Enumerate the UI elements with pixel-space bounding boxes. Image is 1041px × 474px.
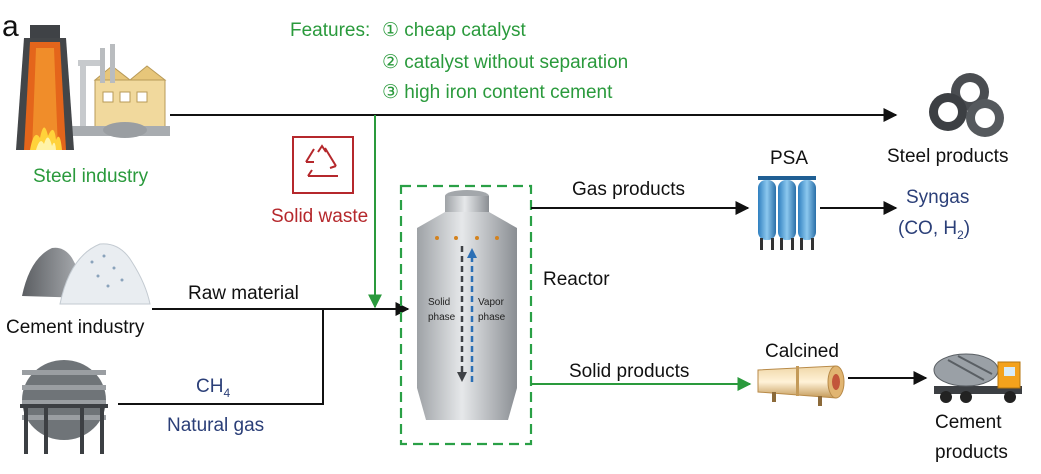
rotary-kiln-icon: [757, 365, 845, 406]
recycle-icon: [292, 136, 354, 194]
feature-item: ② catalyst without separation: [382, 52, 628, 73]
feature-item: ① cheap catalyst: [382, 20, 526, 41]
label-raw-material: Raw material: [188, 283, 299, 304]
label-solid-phase: phase: [428, 312, 456, 323]
steel-industry-icon: [16, 25, 170, 150]
reactor-vessel-icon: [417, 190, 517, 420]
label-solid-waste: Solid waste: [271, 206, 368, 227]
label-psa: PSA: [770, 148, 808, 169]
label-vapor-phase: phase: [478, 312, 506, 323]
label-solid-phase: Solid: [428, 297, 450, 308]
features-heading: Features:: [290, 20, 370, 41]
label-solid-products: Solid products: [569, 361, 689, 382]
psa-columns-icon: [758, 176, 816, 250]
features-block: Features: ① cheap catalyst ② catalyst wi…: [290, 20, 628, 103]
label-calcined: Calcined: [765, 341, 839, 362]
label-gas-products: Gas products: [572, 179, 685, 200]
label-vapor-phase: Vapor: [478, 297, 505, 308]
gas-tank-icon: [20, 360, 108, 454]
cement-truck-icon: [933, 353, 1022, 403]
panel-label: a: [2, 10, 19, 43]
label-cement-products: products: [935, 442, 1008, 463]
label-steel-products: Steel products: [887, 146, 1008, 167]
feature-item: ③ high iron content cement: [382, 82, 613, 103]
steel-pipes-icon: [929, 73, 1004, 137]
label-cement-products: Cement: [935, 412, 1002, 433]
label-natural-gas: Natural gas: [167, 415, 264, 436]
reactor-phase-labels: Solid phase Vapor phase: [428, 297, 506, 323]
label-ch4: CH4: [196, 376, 230, 400]
label-syngas: Syngas: [906, 187, 969, 208]
label-syngas-formula: (CO, H2): [898, 218, 970, 242]
label-reactor: Reactor: [543, 269, 610, 290]
reactor-boundary: [399, 184, 533, 446]
label-steel-industry: Steel industry: [33, 166, 149, 187]
cement-piles-icon: [22, 243, 151, 305]
label-cement-industry: Cement industry: [6, 317, 145, 338]
edge-natural-gas: [118, 309, 324, 405]
